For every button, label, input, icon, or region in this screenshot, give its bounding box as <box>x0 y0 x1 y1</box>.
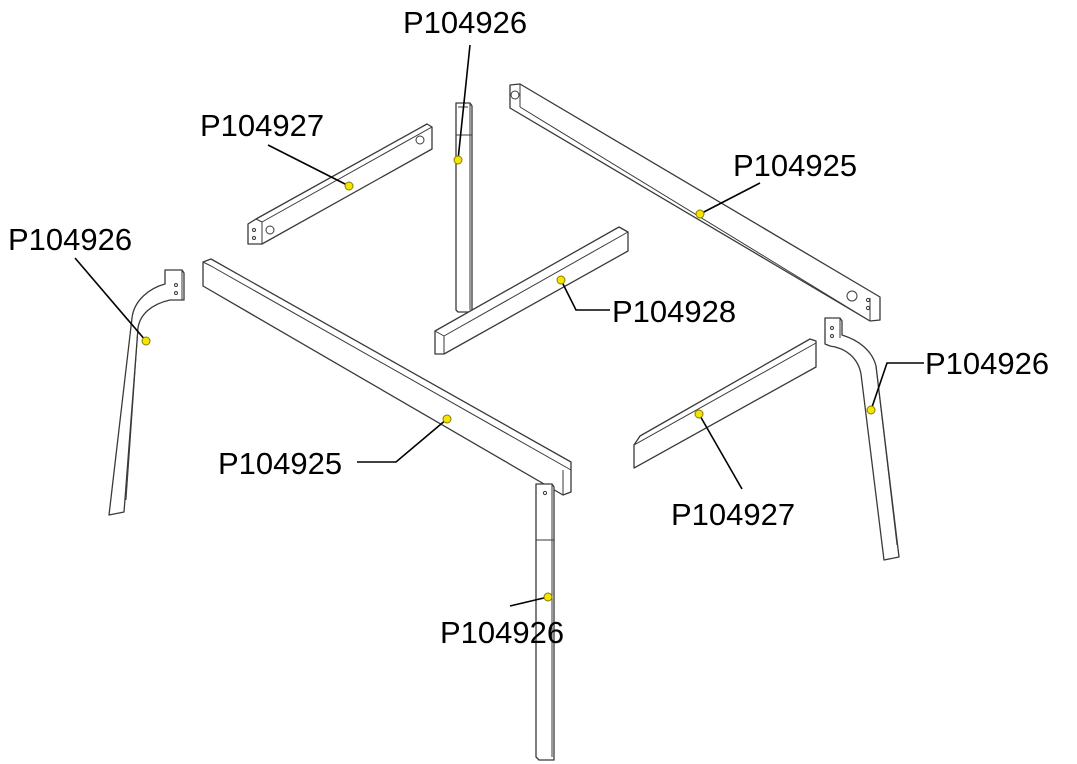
callout-leg-right: P104926 <box>866 346 1049 415</box>
callout-label: P104926 <box>440 615 564 650</box>
leader-line <box>267 144 350 187</box>
callout-label: P104928 <box>612 294 736 329</box>
callout-dot <box>453 155 463 165</box>
leader-line <box>870 362 924 411</box>
callout-dot <box>694 409 704 419</box>
leader-line <box>357 418 448 463</box>
leader-line <box>699 182 761 215</box>
callout-leg-left: P104926 <box>8 222 151 346</box>
callout-dot <box>141 336 151 346</box>
leader-line <box>74 257 147 342</box>
callout-leg-top-center: P104926 <box>403 5 527 165</box>
callout-dot <box>442 414 452 424</box>
callout-dot <box>866 405 876 415</box>
callout-dot <box>556 275 566 285</box>
callout-short-rail-right: P104927 <box>671 409 795 532</box>
part-center-stretcher <box>434 226 629 355</box>
callout-label: P104925 <box>733 148 857 183</box>
part-leg-left <box>108 269 185 516</box>
callout-label: P104926 <box>403 5 527 40</box>
callout-short-rail-top-left: P104927 <box>200 108 354 191</box>
callout-long-rail-top-right: P104925 <box>695 148 857 219</box>
callout-dot <box>543 592 553 602</box>
part-leg-top-center <box>455 102 473 313</box>
callout-label: P104926 <box>8 222 132 257</box>
callout-leg-bottom-center: P104926 <box>440 592 564 650</box>
part-short-rail-top-left <box>247 123 433 245</box>
part-short-rail-right <box>633 338 817 469</box>
leader-line <box>457 44 471 161</box>
callout-label: P104926 <box>925 346 1049 381</box>
leader-line <box>698 413 743 490</box>
part-leg-bottom-center <box>535 483 555 761</box>
callout-label: P104927 <box>671 497 795 532</box>
callout-dot <box>695 209 705 219</box>
leader-line <box>560 279 610 311</box>
leader-line <box>509 596 549 607</box>
callout-label: P104927 <box>200 108 324 143</box>
callout-long-rail-front: P104925 <box>218 414 452 481</box>
part-leg-right <box>824 317 900 561</box>
callout-label: P104925 <box>218 446 342 481</box>
callout-center-stretcher: P104928 <box>556 275 736 329</box>
callout-dot <box>344 181 354 191</box>
part-long-rail-front <box>202 258 572 496</box>
part-long-rail-top-right <box>509 83 881 322</box>
